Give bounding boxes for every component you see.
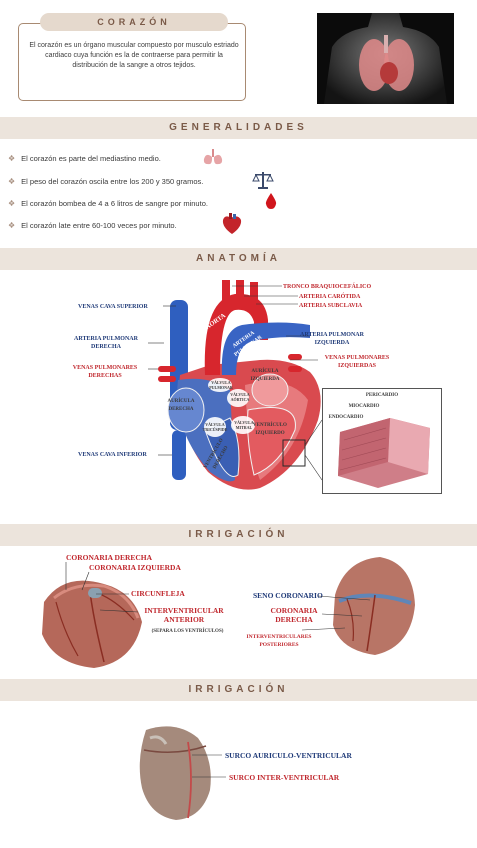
section-generalidades-header: GENERALIDADES — [0, 117, 477, 139]
section-irrigacion-header-1: IRRIGACIÓN — [0, 524, 477, 546]
label-arteria-pulmonar-izquierda: ARTERIA PULMONAR IZQUIERDA — [300, 332, 364, 346]
label-auricula-izquierda: AURÍCULA IZQUIERDA — [250, 369, 280, 382]
section-irrigacion-header-2: IRRIGACIÓN — [0, 679, 477, 701]
heart-icon — [222, 213, 242, 234]
intro-title: CORAZÓN — [40, 13, 228, 31]
heart-anterior-coronary-image — [42, 580, 142, 668]
label-coronaria-izquierda: CORONARIA IZQUIERDA — [89, 563, 181, 572]
label-arteria-pulmonar-derecha: ARTERIA PULMONAR DERECHA — [74, 336, 138, 350]
lungs-icon — [203, 149, 223, 165]
label-vena-cava-superior: VENAS CAVA SUPERIOR — [78, 304, 148, 310]
heart-posterior-coronary-image — [333, 557, 415, 655]
generalidades-item-1: ❖El corazón es parte del mediastino medi… — [8, 154, 161, 163]
intro-text: El corazón es un órgano muscular compues… — [29, 42, 239, 69]
diamond-bullet-icon: ❖ — [8, 221, 16, 230]
label-valvula-tricuspide: VÁLVULA TRICÚSPIDE — [202, 422, 228, 432]
label-miocardio: MIOCARDIO — [348, 404, 380, 409]
label-arteria-carotida: ARTERIA CARÓTIDA — [299, 294, 361, 300]
irrigacion2-leader-lines — [192, 754, 226, 778]
label-tronco-braquiocefalico: TRONCO BRAQUIOCEFÁLICO — [283, 284, 372, 290]
label-valvula-aortica: VÁLVULA AÓRTICA — [230, 392, 250, 402]
heart-wall-layers-image — [338, 418, 430, 488]
section-anatomia-header: ANATOMÍA — [0, 248, 477, 270]
diamond-bullet-icon: ❖ — [8, 199, 16, 208]
blood-drop-icon — [265, 193, 277, 209]
heart-sulci-image — [139, 726, 211, 820]
label-endocardio: ENDOCARDIO — [328, 415, 364, 420]
label-arteria-subclavia: ARTERIA SUBCLAVIA — [299, 303, 363, 309]
diamond-bullet-icon: ❖ — [8, 154, 16, 163]
torso-lungs-image — [317, 13, 454, 104]
anatomy-leader-lines — [148, 285, 323, 481]
label-circunfleja: CIRCUNFLEJA — [131, 589, 185, 598]
label-coronaria-derecha: CORONARIA DERECHA — [66, 553, 153, 562]
label-surco-inter-ventricular: SURCO INTER-VENTRICULAR — [229, 773, 340, 782]
label-venas-pulmonares-izquierdas: VENAS PULMONARES IZQUIERDAS — [324, 355, 390, 369]
generalidades-item-2: ❖El peso del corazón oscila entre los 20… — [8, 177, 204, 186]
generalidades-item-3: ❖El corazón bombea de 4 a 6 litros de sa… — [8, 199, 208, 208]
generalidades-item-4: ❖El corazón late entre 60-100 veces por … — [8, 221, 177, 230]
heart-anatomy-diagram — [158, 280, 321, 490]
label-valvula-mitral: VÁLVULA MITRAL — [234, 420, 254, 430]
label-ventriculo-izquierdo: VENTRÍCULO IZQUIERDO — [253, 423, 287, 436]
label-pericardio: PERICARDIO — [365, 393, 399, 398]
label-separa-ventriculos: (SEPARA LOS VENTRÍCULOS) — [151, 629, 224, 634]
label-interventriculares-posteriores: INTERVENTRICULARES POSTERIORES — [246, 634, 312, 648]
label-seno-coronario: SENO CORONARIO — [253, 591, 323, 600]
label-valvula-pulmonar: VÁLVULA PULMONAR — [209, 380, 233, 390]
label-venas-pulmonares-derechas: VENAS PULMONARES DERECHAS — [72, 365, 138, 379]
irrigacion1-leader-lines — [65, 562, 371, 631]
label-vena-cava-inferior: VENAS CAVA INFERIOR — [78, 452, 147, 458]
label-surco-auriculo-ventricular: SURCO AURICULO-VENTRICULAR — [225, 751, 352, 760]
diamond-bullet-icon: ❖ — [8, 177, 16, 186]
label-coronaria-derecha-posterior: CORONARIA DERECHA — [270, 606, 318, 624]
scale-icon — [252, 172, 274, 189]
label-interventricular-anterior: INTERVENTRICULAR ANTERIOR — [144, 606, 224, 624]
label-auricula-derecha: AURÍCULA DERECHA — [167, 399, 195, 412]
